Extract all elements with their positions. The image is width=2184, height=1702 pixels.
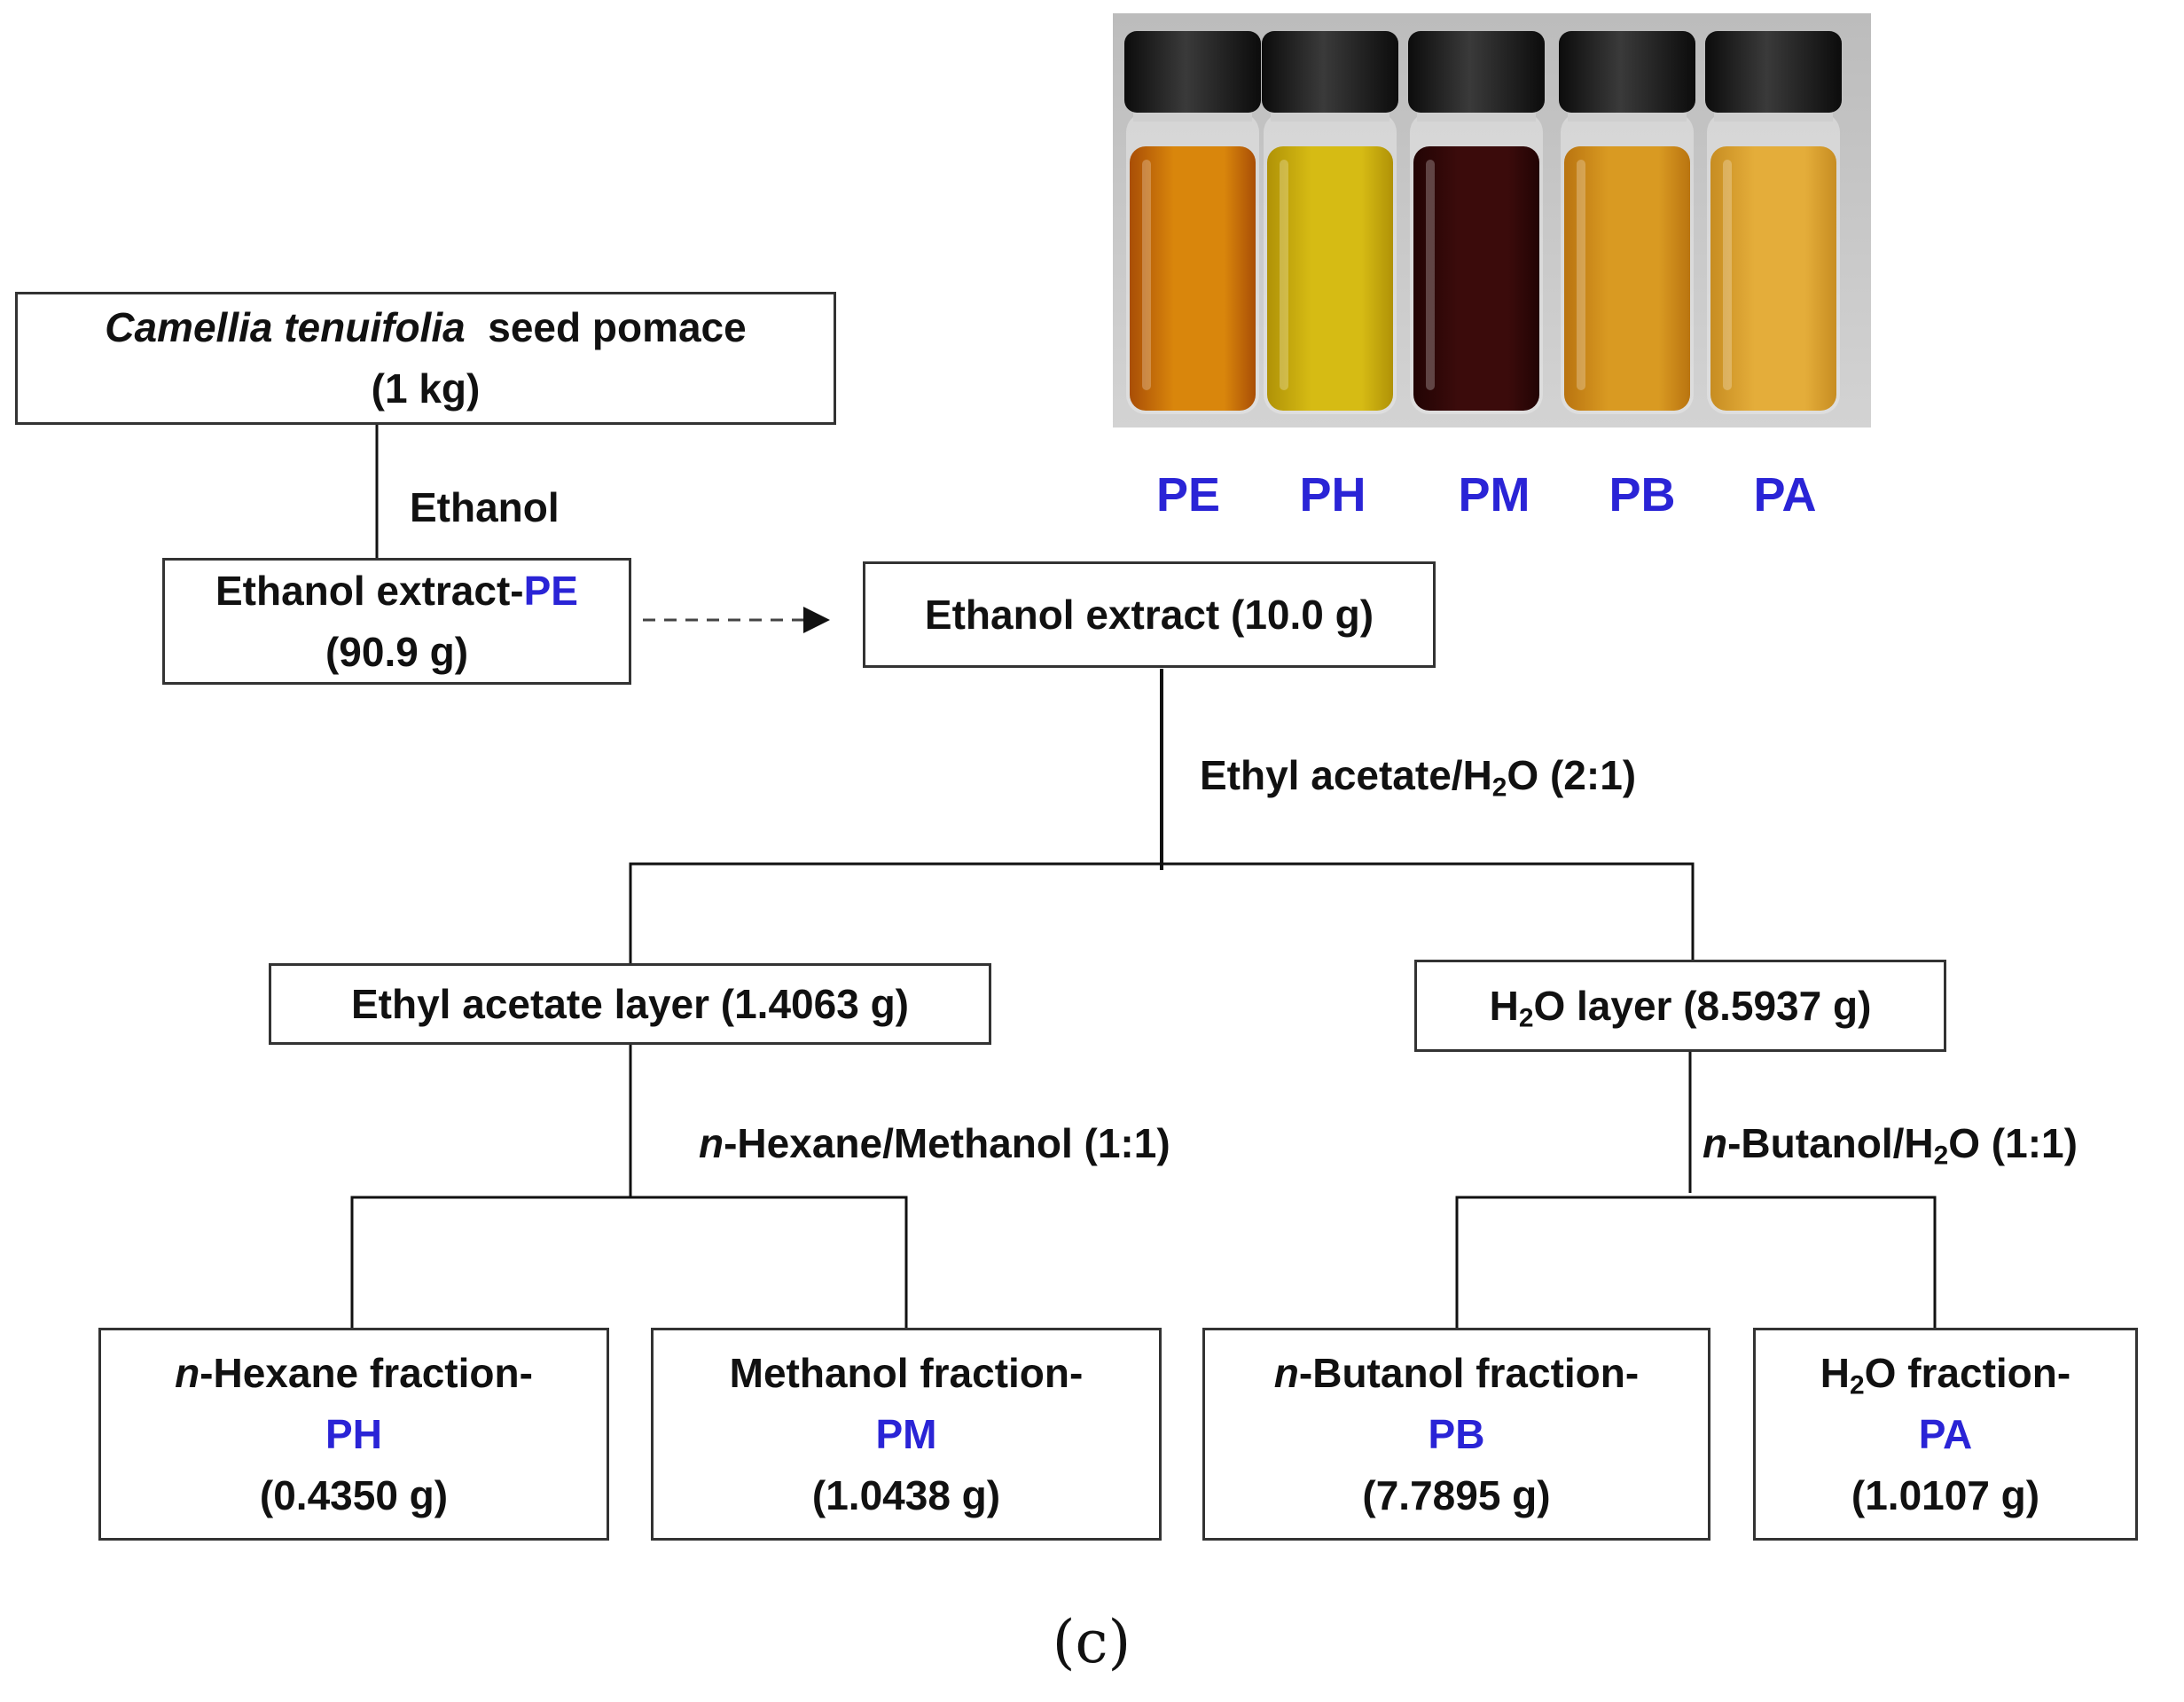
line-split-ea: [350, 1196, 908, 1328]
vial-pm: [1408, 31, 1545, 414]
vial-pb: [1559, 31, 1695, 414]
vial-liquid: [1710, 146, 1836, 411]
box-butanol-fraction: n-Butanol fraction- PB (7.7895 g): [1202, 1328, 1710, 1541]
vial-highlight: [1142, 160, 1151, 390]
h2o-layer-label: H2O layer (8.5937 g): [1489, 982, 1872, 1032]
vial-label-ph: PH: [1299, 468, 1366, 522]
box-methanol-fraction: Methanol fraction- PM (1.0438 g): [651, 1328, 1162, 1541]
line-split-h2o: [1455, 1196, 1937, 1328]
box-hexane-fraction: n-Hexane fraction- PH (0.4350 g): [98, 1328, 609, 1541]
pomace-suffix: seed pomace: [488, 304, 747, 350]
pm-code: PM: [875, 1410, 937, 1457]
vial-label-pb: PB: [1609, 468, 1676, 522]
ph-amount: (0.4350 g): [259, 1471, 449, 1518]
pomace-title: Camellia tenuifolia seed pomace: [105, 297, 746, 358]
line-split-layers: [629, 862, 1695, 964]
edge-label-partition-1: Ethyl acetate/H2O (2:1): [1200, 752, 1637, 803]
vial-liquid: [1564, 146, 1690, 411]
extract-10g-label: Ethanol extract (10.0 g): [924, 591, 1374, 638]
vial-ph: [1262, 31, 1398, 414]
edge-label-partition-3: n-Butanol/H2O (1:1): [1703, 1120, 2078, 1171]
vial-highlight: [1577, 160, 1585, 390]
pb-amount: (7.7895 g): [1362, 1471, 1551, 1518]
pe-label: Ethanol extract-: [215, 567, 524, 614]
box-ethanol-extract-pe: Ethanol extract-PE (90.9 g): [162, 558, 631, 685]
box-h2o-layer: H2O layer (8.5937 g): [1414, 960, 1946, 1052]
vial-pe: [1124, 31, 1261, 414]
ea-layer-label: Ethyl acetate layer (1.4063 g): [351, 980, 909, 1027]
pa-code: PA: [1918, 1410, 1973, 1457]
vial-label-pa: PA: [1753, 468, 1817, 522]
figure-caption: (c): [1052, 1608, 1131, 1676]
pomace-amount: (1 kg): [371, 365, 481, 412]
vial-liquid: [1413, 146, 1539, 411]
vial-liquid: [1267, 146, 1393, 411]
vial-liquid: [1130, 146, 1256, 411]
species-name: Camellia tenuifolia: [105, 304, 466, 350]
pe-amount: (90.9 g): [325, 628, 469, 675]
box-ethanol-extract-10g: Ethanol extract (10.0 g): [863, 561, 1436, 668]
pe-code: PE: [523, 567, 578, 614]
vial-pa: [1705, 31, 1842, 414]
vial-cap: [1559, 31, 1695, 113]
ph-code: PH: [325, 1410, 382, 1457]
edge-label-ethanol: Ethanol: [410, 484, 560, 530]
edge-label-partition-2: n-Hexane/Methanol (1:1): [699, 1120, 1170, 1166]
vial-cap: [1705, 31, 1842, 113]
pa-amount: (1.0107 g): [1851, 1471, 2040, 1518]
vials-photo: [1113, 13, 1871, 427]
vial-cap: [1124, 31, 1261, 113]
box-h2o-fraction: H2O fraction- PA (1.0107 g): [1753, 1328, 2138, 1541]
vial-cap: [1408, 31, 1545, 113]
vial-highlight: [1723, 160, 1732, 390]
vial-label-pm: PM: [1458, 468, 1530, 522]
vial-label-pe: PE: [1155, 468, 1221, 522]
vial-highlight: [1426, 160, 1435, 390]
vial-cap: [1262, 31, 1398, 113]
pm-amount: (1.0438 g): [811, 1471, 1001, 1518]
pb-code: PB: [1428, 1410, 1485, 1457]
box-ethyl-acetate-layer: Ethyl acetate layer (1.4063 g): [269, 963, 991, 1045]
box-seed-pomace: Camellia tenuifolia seed pomace (1 kg): [15, 292, 836, 425]
vial-highlight: [1280, 160, 1288, 390]
